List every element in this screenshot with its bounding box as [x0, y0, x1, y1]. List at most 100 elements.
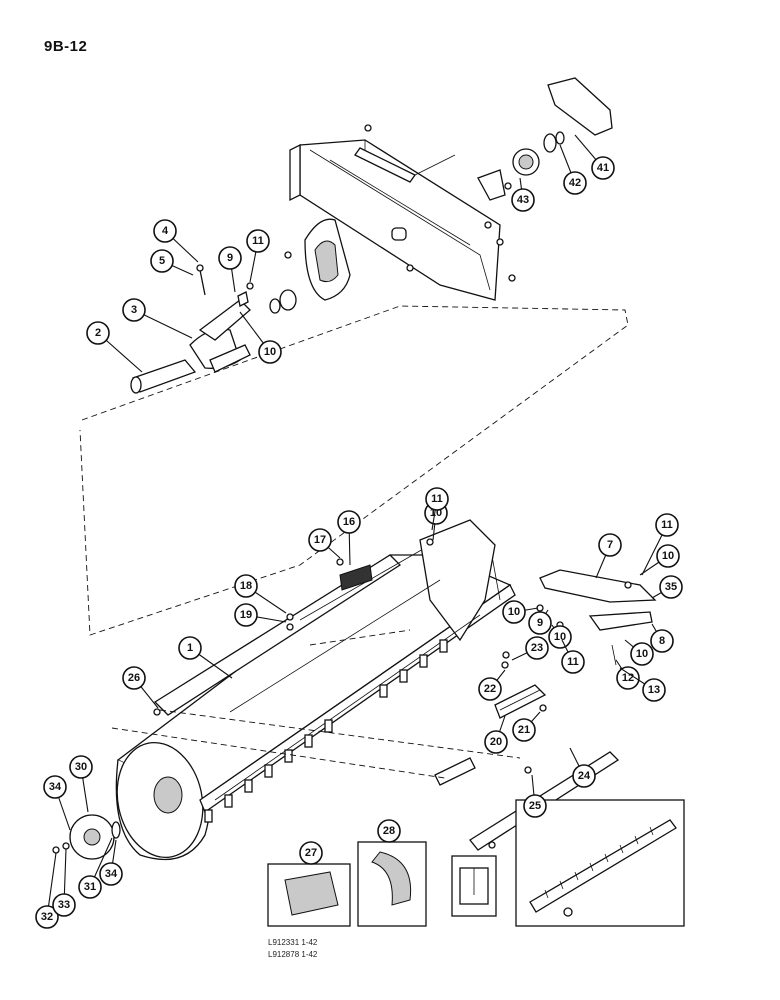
inset-tooth-bar [515, 799, 685, 927]
callout-circle-4 [153, 219, 177, 243]
callout-label-34: 34 [105, 868, 118, 880]
callout-label-11: 11 [661, 519, 673, 531]
callout-label-8: 8 [659, 635, 665, 647]
callout-circle-18 [234, 574, 258, 598]
callout-circle-10 [656, 544, 680, 568]
callout-circle-43 [511, 188, 535, 212]
callout-circle-24 [572, 764, 596, 788]
upper-support-frame [289, 139, 501, 301]
callout-circle-25 [523, 794, 547, 818]
callout-label-32: 32 [41, 911, 53, 923]
callout-label-10: 10 [508, 606, 520, 618]
callout-label-33: 33 [58, 899, 70, 911]
callout-circle-2 [86, 321, 110, 345]
shaft-alignment-line [79, 305, 629, 636]
callout-circle-21 [512, 718, 536, 742]
callout-label-20: 20 [490, 736, 502, 748]
callout-label-3: 3 [131, 304, 137, 316]
callout-circle-11 [425, 487, 449, 511]
callout-circle-5 [150, 249, 174, 273]
callout-circle-10 [258, 340, 282, 364]
callout-circle-26 [122, 666, 146, 690]
callout-label-41: 41 [597, 162, 609, 174]
callout-circle-10 [502, 600, 526, 624]
drive-sprocket-assembly [477, 77, 613, 201]
callout-circle-11 [655, 513, 679, 537]
alignment-dash-3 [309, 629, 411, 646]
callout-label-9: 9 [537, 617, 543, 629]
callout-label-13: 13 [648, 684, 660, 696]
drum-end-hub [52, 814, 121, 860]
callout-circle-7 [598, 533, 622, 557]
callout-label-10: 10 [662, 550, 674, 562]
callout-label-31: 31 [84, 881, 96, 893]
callout-circle-9 [528, 611, 552, 635]
callout-label-19: 19 [240, 609, 252, 621]
callout-circle-19 [234, 603, 258, 627]
inset-part-27 [267, 863, 351, 927]
callout-group: 1234578991010101010101111111112131617181… [35, 134, 683, 929]
callout-label-11: 11 [431, 493, 443, 505]
callout-label-10: 10 [554, 631, 566, 643]
callout-label-24: 24 [578, 770, 591, 782]
callout-circle-22 [478, 677, 502, 701]
callout-label-7: 7 [607, 539, 613, 551]
callout-circle-10 [548, 625, 572, 649]
callout-circle-42 [563, 171, 587, 195]
callout-label-42: 42 [569, 177, 581, 189]
drum-bolts [153, 538, 617, 849]
drum-teeth [204, 639, 448, 823]
callout-label-17: 17 [314, 534, 326, 546]
callout-label-10: 10 [264, 346, 276, 358]
callout-label-22: 22 [484, 683, 496, 695]
callout-label-25: 25 [529, 800, 541, 812]
alignment-dash-2 [159, 709, 521, 759]
callout-circle-12 [616, 666, 640, 690]
callout-label-26: 26 [128, 672, 140, 684]
callout-label-21: 21 [518, 724, 530, 736]
callout-label-43: 43 [517, 194, 529, 206]
callout-circle-30 [69, 755, 93, 779]
callout-circle-27 [299, 841, 323, 865]
callout-label-34: 34 [49, 781, 62, 793]
callout-circle-17 [308, 528, 332, 552]
drum-frame-assembly [115, 519, 516, 861]
callout-circle-8 [650, 629, 674, 653]
callout-circle-11 [561, 650, 585, 674]
callout-circle-23 [525, 636, 549, 660]
callout-circle-16 [337, 510, 361, 534]
callout-circle-3 [122, 298, 146, 322]
callout-circle-35 [659, 575, 683, 599]
callout-label-11: 11 [567, 656, 579, 668]
callout-circle-32 [35, 905, 59, 929]
inset-part-square [451, 855, 497, 917]
callout-circle-28 [377, 819, 401, 843]
callout-circle-34 [99, 862, 123, 886]
callout-circle-10 [630, 642, 654, 666]
bearing-housing [269, 218, 351, 314]
callout-label-35: 35 [665, 581, 677, 593]
figure-reference-2: L912878 1-42 [268, 950, 318, 959]
frame-bolts [284, 124, 516, 282]
inset-part-28 [357, 841, 427, 927]
callout-label-27: 27 [305, 847, 317, 859]
callout-label-30: 30 [75, 761, 87, 773]
callout-label-4: 4 [162, 225, 169, 237]
alignment-dash-1 [111, 727, 446, 779]
callout-label-1: 1 [187, 642, 193, 654]
mounting-block [336, 558, 373, 591]
figure-reference-1: L912331 1-42 [268, 938, 318, 947]
callout-circle-34 [43, 775, 67, 799]
callout-circle-41 [591, 156, 615, 180]
callout-circle-31 [78, 875, 102, 899]
callout-label-11: 11 [252, 235, 264, 247]
callout-circle-33 [52, 893, 76, 917]
callout-label-10: 10 [636, 648, 648, 660]
callout-circle-9 [218, 246, 242, 270]
callout-circle-11 [246, 229, 270, 253]
callout-label-16: 16 [343, 516, 355, 528]
page-title: 9B-12 [44, 38, 88, 55]
shaft-and-bracket [130, 264, 254, 394]
callout-label-2: 2 [95, 327, 101, 339]
